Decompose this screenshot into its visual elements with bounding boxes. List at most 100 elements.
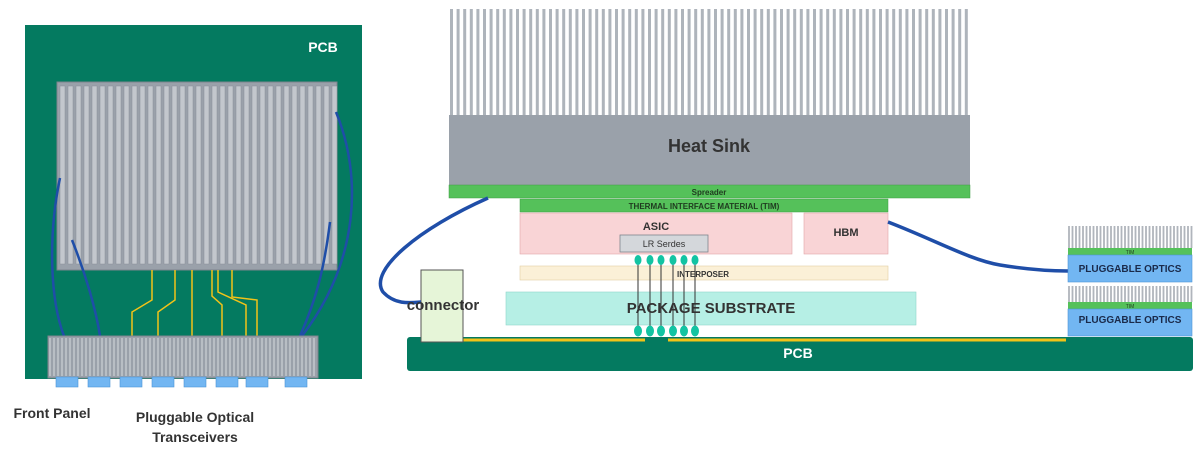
optics-top-tim: [1068, 248, 1192, 255]
heat-sink-fin: [476, 9, 480, 115]
top-view-cables: [50, 111, 354, 337]
top-view-fin: [75, 85, 82, 265]
top-view-fin: [91, 85, 98, 265]
solder-bumps: [634, 255, 699, 337]
heat-sink-fin: [945, 9, 948, 115]
hbm-die: [803, 212, 889, 255]
heat-sink-fin: [865, 9, 869, 115]
hbm-label: HBM: [833, 227, 858, 239]
heat-sink-fin: [562, 9, 566, 115]
top-view-fin: [299, 85, 306, 265]
solder-bump-bottom: [669, 325, 677, 337]
top-view-fin: [59, 85, 66, 265]
transceiver-port: [119, 376, 143, 388]
top-view-fin: [291, 85, 298, 265]
heat-sink-fin: [931, 9, 935, 115]
pluggable-optics-bottom: TIM PLUGGABLE OPTICS: [1067, 286, 1193, 337]
optics-top-label: PLUGGABLE OPTICS: [1079, 264, 1182, 275]
pluggable-optics-top: TIM PLUGGABLE OPTICS: [1067, 226, 1193, 283]
optics-bottom-tim: [1068, 302, 1192, 309]
transceiver-port: [55, 376, 79, 388]
top-view-fin: [187, 85, 194, 265]
top-view-transceiver-ports: [55, 376, 308, 388]
heat-sink-fin: [542, 9, 546, 115]
top-view-fin: [235, 85, 242, 265]
top-view-fin: [131, 85, 138, 265]
heat-sink-fin: [879, 9, 882, 115]
transceivers-label-line2: Transceivers: [152, 429, 238, 445]
heat-sink-fin: [905, 9, 909, 115]
heat-sink-fin: [628, 9, 632, 115]
solder-bump-bottom: [691, 325, 699, 337]
transceivers-label-line1: Pluggable Optical: [136, 409, 254, 425]
transceiver-port: [183, 376, 207, 388]
solder-bump-top: [657, 255, 665, 265]
heat-sink-fin: [793, 9, 797, 115]
heat-sink-fin: [766, 9, 770, 115]
package-substrate-label: PACKAGE SUBSTRATE: [627, 300, 796, 317]
transceiver-port: [151, 376, 175, 388]
solder-bump-top: [646, 255, 654, 265]
solder-bump-bottom: [646, 325, 654, 337]
heat-sink-fin: [826, 9, 830, 115]
top-view-fin: [211, 85, 218, 265]
top-view-heat-sink-fins: [59, 85, 338, 265]
heat-sink-fin: [714, 9, 717, 115]
heat-sink-fin: [483, 9, 486, 115]
heat-sink-fin: [463, 9, 467, 115]
top-view-fin: [307, 85, 314, 265]
solder-bump-bottom: [680, 325, 688, 337]
heat-sink-fin: [469, 9, 473, 115]
top-view-pcb-label: PCB: [308, 39, 338, 55]
top-view-transceiver-cage-row: [47, 335, 319, 379]
heat-sink-fin: [654, 9, 658, 115]
heat-sink-fin: [740, 9, 744, 115]
heat-sink-fin: [700, 9, 704, 115]
heat-sink-fin: [634, 9, 638, 115]
serdes-vertical-links: [637, 260, 696, 331]
top-view-fin: [179, 85, 186, 265]
top-view-fin: [283, 85, 290, 265]
heat-sink-fin: [799, 9, 803, 115]
heat-sink-fin: [832, 9, 836, 115]
heat-sink-fin: [661, 9, 665, 115]
heat-sink-fin: [780, 9, 783, 115]
heat-sink-fin: [529, 9, 533, 115]
heat-sink-fin: [918, 9, 922, 115]
heat-sink-fin: [938, 9, 942, 115]
heat-sink-fin: [522, 9, 526, 115]
heat-sink-fin: [509, 9, 513, 115]
interposer-label: INTERPOSER: [677, 270, 729, 279]
top-view-fin: [267, 85, 274, 265]
top-view-fin: [67, 85, 74, 265]
top-view-fin: [83, 85, 90, 265]
top-view-fin: [227, 85, 234, 265]
heat-sink-fin: [456, 9, 460, 115]
optics-top-fins: [1068, 226, 1193, 248]
heat-sink-fin: [555, 9, 559, 115]
heat-sink-fin: [707, 9, 711, 115]
heat-sink-fin: [489, 9, 493, 115]
top-view-fin: [323, 85, 330, 265]
heat-sink-fin: [846, 9, 849, 115]
top-view-fin: [115, 85, 122, 265]
heat-sink-fin: [819, 9, 823, 115]
top-view-panel: PCB Front Panel Pluggable Optical Transc…: [13, 25, 362, 445]
heat-sink-fin: [621, 9, 625, 115]
top-view-fin: [107, 85, 114, 265]
heat-sink-fin: [496, 9, 500, 115]
heat-sink-fin: [720, 9, 724, 115]
connector-label: connector: [407, 297, 480, 314]
heat-sink-fin: [595, 9, 599, 115]
top-view-fin: [259, 85, 266, 265]
top-view-fin: [315, 85, 322, 265]
heat-sink-fin: [806, 9, 810, 115]
transceiver-port: [245, 376, 269, 388]
transceiver-port: [87, 376, 111, 388]
heat-sink-fin: [687, 9, 691, 115]
heat-sink-fin: [859, 9, 863, 115]
cross-section-panel: Heat Sink Spreader THERMAL INTERFACE MAT…: [378, 9, 1193, 371]
heat-sink-fin: [568, 9, 572, 115]
solder-bump-bottom: [634, 325, 642, 337]
heat-sink-fin: [667, 9, 671, 115]
